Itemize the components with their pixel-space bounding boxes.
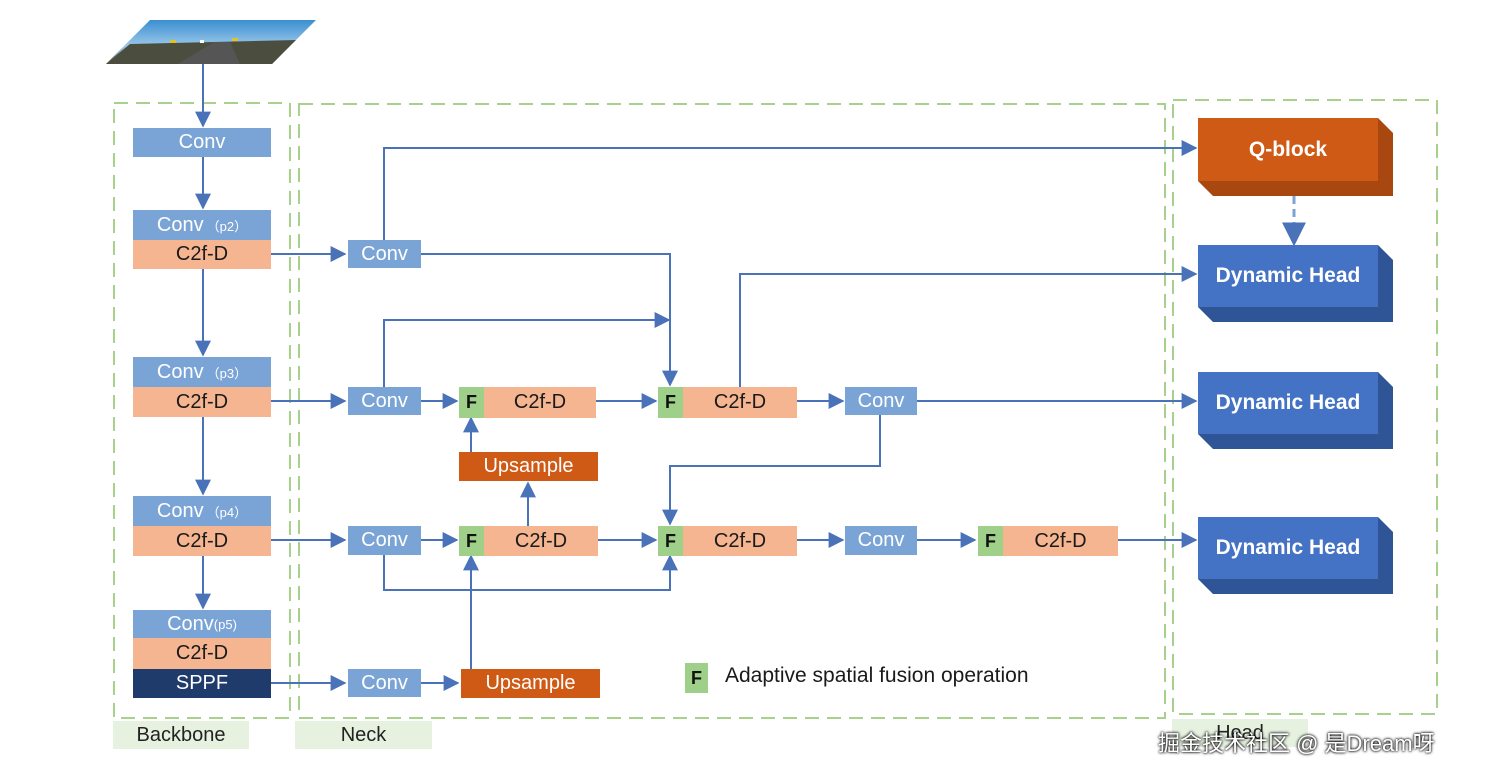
neck-c2f-p3-a: C2f-D (484, 387, 596, 418)
neck-conv-p3-label: Conv (361, 389, 408, 412)
backbone-conv-p4: Conv （p4） (133, 496, 271, 526)
fusion-p4-b: F (658, 526, 683, 556)
neck-c2f-p4-b-label: C2f-D (713, 529, 767, 552)
q-block: Q-block (1198, 118, 1378, 181)
backbone-conv-p3-label: Conv (156, 360, 204, 383)
backbone-conv-p3-sub: （p3） (206, 365, 248, 381)
backbone-conv-p3: Conv （p3） (133, 357, 271, 387)
legend-fusion-symbol: F (685, 663, 708, 693)
dynamic-head-3: Dynamic Head (1198, 517, 1378, 579)
fusion-p4-c: F (978, 526, 1003, 556)
fusion-p3-a: F (459, 387, 484, 418)
watermark: 掘金技术社区 @ 是Dream呀 (1158, 731, 1435, 756)
upsample-bottom-label: Upsample (485, 672, 576, 694)
neck-conv-p4-label: Conv (361, 529, 408, 551)
q-block-label: Q-block (1248, 137, 1328, 161)
neck-c2f-p3-b: C2f-D (683, 387, 797, 418)
backbone-conv-p5-label: Conv (167, 612, 214, 635)
neck-conv-p2-label: Conv (361, 242, 408, 265)
backbone-sppf: SPPF (133, 669, 271, 698)
neck-conv-p5: Conv (348, 669, 421, 697)
backbone-c2f-p4-label: C2f-D (175, 529, 229, 552)
neck-conv-out-p4: Conv (845, 526, 917, 555)
upsample-mid: Upsample (459, 452, 598, 481)
dynamic-head-2: Dynamic Head (1198, 372, 1378, 434)
backbone-conv-1: Conv (133, 128, 271, 157)
head-section-label: Head (1172, 719, 1308, 747)
neck-c2f-p4-c: C2f-D (1003, 526, 1118, 556)
fusion-p3-a-label: F (466, 392, 477, 412)
neck-conv-p2: Conv (348, 240, 421, 268)
backbone-c2f-p5: C2f-D (133, 638, 271, 669)
backbone-c2f-p5-label: C2f-D (175, 642, 229, 664)
upsample-mid-label: Upsample (483, 455, 574, 477)
backbone-conv-p2-label: Conv (156, 213, 204, 236)
neck-conv-p3: Conv (348, 387, 421, 415)
dynamic-head-2-3d (1198, 372, 1393, 449)
dynamic-head-2-label: Dynamic Head (1215, 391, 1361, 414)
backbone-section-label: Backbone (113, 721, 249, 749)
q-block-3d (1198, 118, 1393, 196)
neck-conv-out-p4-label: Conv (857, 529, 905, 551)
backbone-conv-p4-label: Conv (156, 499, 204, 522)
backbone-c2f-p2-label: C2f-D (175, 243, 229, 265)
fusion-p4-b-label: F (665, 530, 676, 551)
dynamic-head-1-label: Dynamic Head (1215, 264, 1361, 287)
neck-c2f-p4-b: C2f-D (683, 526, 797, 556)
neck-conv-out-p3-label: Conv (857, 389, 905, 412)
neck-c2f-p4-a: C2f-D (484, 526, 598, 556)
neck-conv-p4: Conv (348, 526, 421, 555)
neck-conv-p5-label: Conv (361, 671, 408, 694)
backbone-sppf-label: SPPF (175, 672, 229, 694)
upsample-bottom: Upsample (461, 669, 600, 698)
backbone-c2f-p2: C2f-D (133, 240, 271, 269)
dynamic-head-1-3d (1198, 245, 1393, 322)
backbone-c2f-p3-label: C2f-D (175, 390, 229, 413)
legend-text: Adaptive spatial fusion operation (725, 664, 1029, 687)
neck-c2f-p4-c-label: C2f-D (1034, 529, 1087, 552)
dynamic-head-1: Dynamic Head (1198, 245, 1378, 307)
backbone-conv-p5-sub: (p5) (213, 616, 237, 632)
backbone-conv-p5: Conv (p5) (133, 610, 271, 638)
neck-frame (298, 103, 1166, 719)
neck-conv-out-p3: Conv (845, 387, 917, 415)
fusion-p3-b-label: F (665, 392, 676, 412)
neck-section-label: Neck (295, 721, 432, 749)
legend-fusion-symbol-label: F (691, 667, 702, 688)
backbone-conv-p2: Conv （p2） (133, 210, 271, 240)
dynamic-head-3-label: Dynamic Head (1215, 536, 1361, 559)
backbone-conv-p2-sub: （p2） (206, 218, 248, 234)
backbone-c2f-p3: C2f-D (133, 387, 271, 417)
neck-c2f-p3-a-label: C2f-D (513, 391, 567, 413)
fusion-p4-a: F (459, 526, 484, 556)
fusion-p4-c-label: F (985, 530, 996, 551)
input-image (106, 20, 316, 64)
backbone-conv-p4-sub: （p4） (206, 504, 248, 520)
backbone-c2f-p4: C2f-D (133, 526, 271, 556)
dynamic-head-3-3d (1198, 517, 1393, 594)
neck-c2f-p4-a-label: C2f-D (514, 529, 568, 552)
backbone-conv-1-label: Conv (178, 131, 226, 153)
neck-c2f-p3-b-label: C2f-D (713, 391, 767, 413)
fusion-p3-b: F (658, 387, 683, 418)
fusion-p4-a-label: F (466, 530, 477, 551)
head-frame (1172, 99, 1438, 715)
